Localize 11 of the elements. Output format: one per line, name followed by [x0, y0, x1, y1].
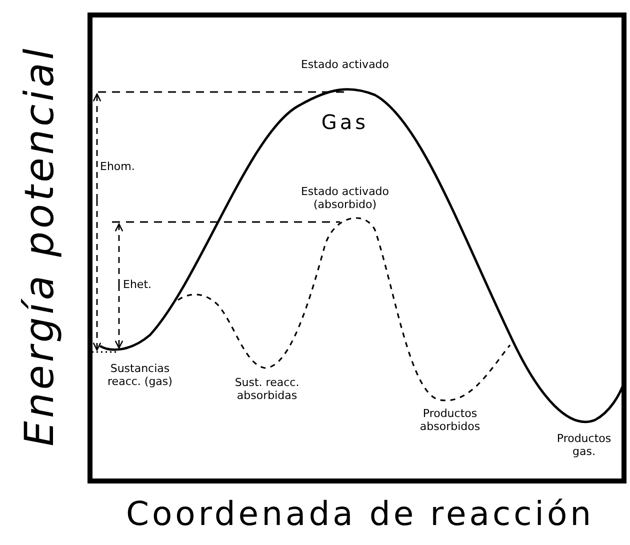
state-label: Estado activado: [300, 58, 390, 71]
phase-label: Gas: [320, 110, 370, 134]
species-label: Sust. reacc. absorbidas: [234, 376, 300, 402]
axis-title: Coordenada de reacción: [124, 493, 596, 535]
species-label: Sustancias reacc. (gas): [106, 362, 174, 388]
energy-label: Ehom.: [100, 160, 136, 173]
state-label: Estado activado (absorbido): [300, 185, 390, 211]
species-label: Productos absorbidos: [418, 407, 482, 433]
species-label: Productos gas.: [556, 432, 612, 458]
axis-title: Energía potencial: [16, 44, 64, 448]
energy-label: Ehet.: [123, 278, 152, 291]
